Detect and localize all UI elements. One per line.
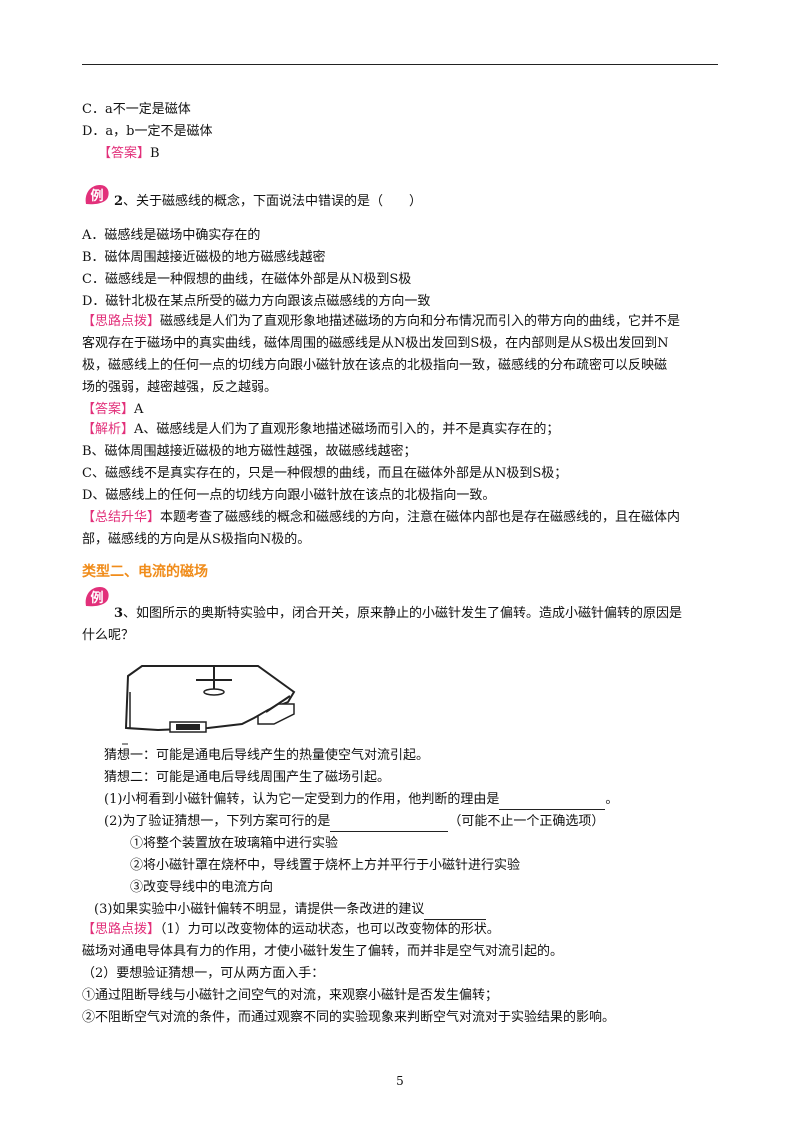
- guess-1: 猜想一：可能是通电后导线产生的热量使空气对流引起。: [104, 748, 430, 763]
- summary-line-2: 部，磁感线的方向是从S极指向N极的。: [82, 532, 311, 547]
- header-rule: [82, 64, 718, 65]
- analysis-line-3: C、磁感线不是真实存在的，只是一种假想的曲线，而且在磁体外部是从N极到S极；: [82, 466, 568, 481]
- analysis-line-1: 【解析】A、磁感线是人们为了直观形象地描述磁场而引入的，并不是真实存在的；: [82, 420, 559, 440]
- question-1-answer-blank[interactable]: [499, 795, 606, 810]
- option-b: B．磁体周围越接近磁极的地方磁感线越密: [82, 250, 326, 265]
- hint2-line-2: 磁场对通电导体具有力的作用，才使小磁针发生了偏转，而并非是空气对流引起的。: [82, 944, 564, 959]
- summary-tag: 【总结升华】: [82, 510, 161, 525]
- hint-text-1: 磁感线是人们为了直观形象地描述磁场的方向和分布情况而引入的带方向的曲线，它并不是: [160, 314, 681, 329]
- summary-text-1: 本题考查了磁感线的概念和磁感线的方向，注意在磁体内部也是存在磁感线的，且在磁体内: [160, 510, 681, 525]
- analysis-line-4: D、磁感线上的任何一点的切线方向跟小磁针放在该点的北极指向一致。: [82, 488, 496, 503]
- analysis-line-2: B、磁体周围越接近磁极的地方磁性越强，故磁感线越密；: [82, 444, 417, 459]
- section-heading-type-2: 类型二、电流的磁场: [82, 564, 208, 580]
- example-2-question: 2、关于磁感线的概念，下面说法中错误的是（ ）: [114, 192, 422, 212]
- example-2-number: 2: [114, 194, 124, 209]
- option-c: C．磁感线是一种假想的曲线，在磁体外部是从N极到S极: [82, 272, 412, 287]
- question-2: (2)为了验证猜想一，下列方案可行的是 （可能不止一个正确选项）: [104, 812, 604, 832]
- hint-line-4: 场的强弱，越密越强，反之越弱。: [82, 380, 278, 395]
- option-1: ①将整个装置放在玻璃箱中进行实验: [130, 836, 339, 851]
- option-2: ②将小磁针罩在烧杯中，导线置于烧杯上方并平行于小磁针进行实验: [130, 858, 521, 873]
- answer-value: B: [150, 146, 160, 161]
- hint2-line-5: ②不阻断空气对流的条件，而通过观察不同的实验现象来判断空气对流对于实验结果的影响…: [82, 1010, 616, 1025]
- question-3-text: (3)如果实验中小磁针偏转不明显，请提供一条改进的建议: [94, 902, 425, 917]
- example-3-text: 、如图所示的奥斯特实验中，闭合开关，原来静止的小磁针发生了偏转。造成小磁针偏转的…: [123, 606, 683, 621]
- oersted-experiment-figure: [122, 665, 296, 745]
- guess-2: 猜想二：可能是通电后导线周围产生了磁场引起。: [104, 770, 391, 785]
- analysis-tag: 【解析】: [82, 422, 135, 437]
- question-2-text: (2)为了验证猜想一，下列方案可行的是: [104, 814, 331, 829]
- hint2-line-1: 【思路点拨】（1）力可以改变物体的运动状态，也可以改变物体的形状。: [82, 920, 500, 940]
- option-3: ③改变导线中的电流方向: [130, 880, 274, 895]
- hint2-line-4: ①通过阻断导线与小磁针之间空气的对流，来观察小磁针是否发生偏转；: [82, 988, 499, 1003]
- question-1-text: (1)小柯看到小磁针偏转，认为它一定受到力的作用，他判断的理由是: [104, 792, 500, 807]
- answer-value: A: [134, 402, 144, 417]
- question-1-end: 。: [605, 792, 619, 807]
- example-3-number: 3: [114, 606, 124, 621]
- hint-line-3: 极，磁感线上的任何一点的切线方向跟小磁针放在该点的北极指向一致，磁感线的分布疏密…: [82, 358, 668, 373]
- hint2-tag: 【思路点拨】: [82, 922, 161, 937]
- page-number: 5: [396, 1074, 404, 1088]
- hint-line-1: 【思路点拨】磁感线是人们为了直观形象地描述磁场的方向和分布情况而引入的带方向的曲…: [82, 312, 680, 332]
- analysis-text-1: A、磁感线是人们为了直观形象地描述磁场而引入的，并不是真实存在的；: [134, 422, 560, 437]
- answer-tag: 【答案】: [98, 146, 151, 161]
- summary-line-1: 【总结升华】本题考查了磁感线的概念和磁感线的方向，注意在磁体内部也是存在磁感线的…: [82, 508, 680, 528]
- hint-tag: 【思路点拨】: [82, 314, 161, 329]
- example-badge-icon: 例: [85, 587, 109, 607]
- example-2-text: 、关于磁感线的概念，下面说法中错误的是（ ）: [123, 194, 423, 209]
- question-2-end: （可能不止一个正确选项）: [448, 814, 605, 829]
- answer-tag: 【答案】: [82, 402, 135, 417]
- question-2-answer-blank[interactable]: [330, 817, 449, 832]
- question-1: (1)小柯看到小磁针偏转，认为它一定受到力的作用，他判断的理由是 。: [104, 790, 618, 810]
- option-d: D．磁针北极在某点所受的磁力方向跟该点磁感线的方向一致: [82, 294, 431, 309]
- example-badge-label: 例: [90, 590, 103, 606]
- example-3-question-cont: 什么呢？: [82, 628, 135, 643]
- example-badge-icon: 例: [85, 185, 109, 205]
- question-3-answer-blank[interactable]: [424, 905, 487, 920]
- option-d-prev: D．a，b一定不是磁体: [82, 124, 213, 139]
- answer-line: 【答案】A: [82, 400, 143, 420]
- answer-line-prev: 【答案】B: [98, 144, 160, 164]
- hint2-text-1: （1）力可以改变物体的运动状态，也可以改变物体的形状。: [160, 922, 500, 937]
- example-3-question: 3、如图所示的奥斯特实验中，闭合开关，原来静止的小磁针发生了偏转。造成小磁针偏转…: [114, 604, 682, 624]
- option-a: A．磁感线是磁场中确实存在的: [82, 228, 261, 243]
- hint-line-2: 客观存在于磁场中的真实曲线，磁体周围的磁感线是从N极出发回到S极，在内部则是从S…: [82, 336, 669, 351]
- hint2-line-3: （2）要想验证猜想一，可从两方面入手：: [82, 966, 325, 981]
- question-3: (3)如果实验中小磁针偏转不明显，请提供一条改进的建议: [94, 900, 487, 920]
- example-badge-label: 例: [90, 188, 103, 204]
- option-c-prev: C．a不一定是磁体: [82, 102, 191, 117]
